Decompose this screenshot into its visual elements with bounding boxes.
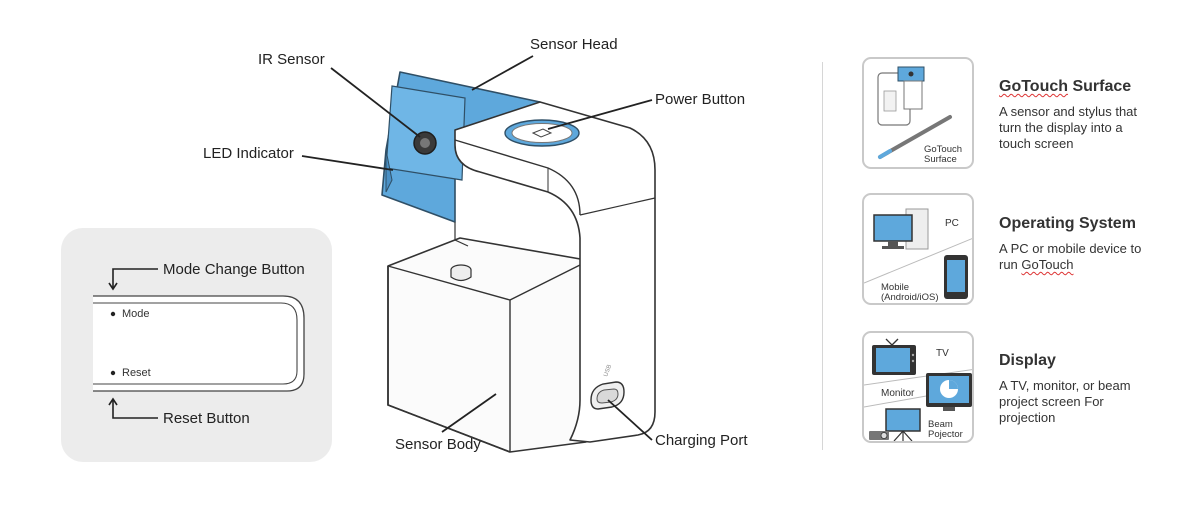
beam-label-2: Pojector — [928, 429, 963, 440]
charging-port-label: Charging Port — [655, 432, 748, 449]
gotouch-caption-2: Surface — [924, 154, 957, 165]
reset-button-label: Reset Button — [163, 410, 250, 427]
display-title: Display — [999, 352, 1056, 369]
sensor-body — [387, 237, 587, 453]
led-indicator-label: LED Indicator — [203, 145, 294, 162]
reset-text: Reset — [122, 367, 151, 379]
leader-lines — [301, 55, 653, 441]
svg-text:USB: USB — [603, 364, 613, 378]
beam-label-1: Beam — [928, 419, 953, 430]
pc-label: PC — [945, 218, 959, 229]
surface-title-word: Surface — [1068, 78, 1132, 95]
button-detail-panel: Mode Change Button Reset Button Mode Res… — [61, 228, 332, 462]
gotouch-surface-title: GoTouch Surface — [999, 78, 1131, 96]
mobile-label-2: (Android/iOS) — [881, 292, 939, 303]
gotouch-surface-card: GoTouch Surface — [862, 57, 974, 169]
mode-text: Mode — [122, 308, 150, 320]
ir-sensor-label: IR Sensor — [258, 51, 325, 68]
sensor-body-label: Sensor Body — [395, 436, 481, 453]
tv-label: TV — [936, 348, 949, 359]
display-desc: A TV, monitor, or beam project screen Fo… — [999, 378, 1131, 425]
operating-system-title: Operating System — [999, 215, 1136, 232]
operating-system-image — [864, 208, 972, 299]
monitor-label: Monitor — [881, 388, 915, 399]
gotouch-caption-1: GoTouch — [924, 144, 963, 155]
display-image — [864, 338, 972, 441]
mode-change-button-label: Mode Change Button — [163, 261, 305, 278]
operating-system-desc: A PC or mobile device to run GoTouch — [999, 241, 1159, 273]
power-button — [504, 119, 580, 147]
os-desc-text: A PC or mobile device to run — [999, 241, 1142, 272]
display-card: TV Monitor Beam Pojector — [862, 331, 974, 443]
sensor-tower — [454, 101, 656, 443]
gotouch-surface-desc: A sensor and stylus that turn the displa… — [999, 104, 1138, 151]
button-detail-drawing — [93, 268, 305, 419]
gotouch-title-word: GoTouch — [999, 78, 1069, 95]
operating-system-card: PC Mobile (Android/iOS) — [862, 193, 974, 305]
charging-port: USB — [590, 364, 625, 410]
os-desc-gotouch: GoTouch — [1021, 257, 1074, 272]
gotouch-surface-image — [877, 66, 952, 159]
device-illustration: USB — [301, 55, 656, 453]
mobile-label-1: Mobile — [881, 282, 909, 293]
section-divider — [822, 62, 823, 450]
power-button-label: Power Button — [655, 91, 746, 108]
sensor-head-label: Sensor Head — [530, 36, 618, 53]
